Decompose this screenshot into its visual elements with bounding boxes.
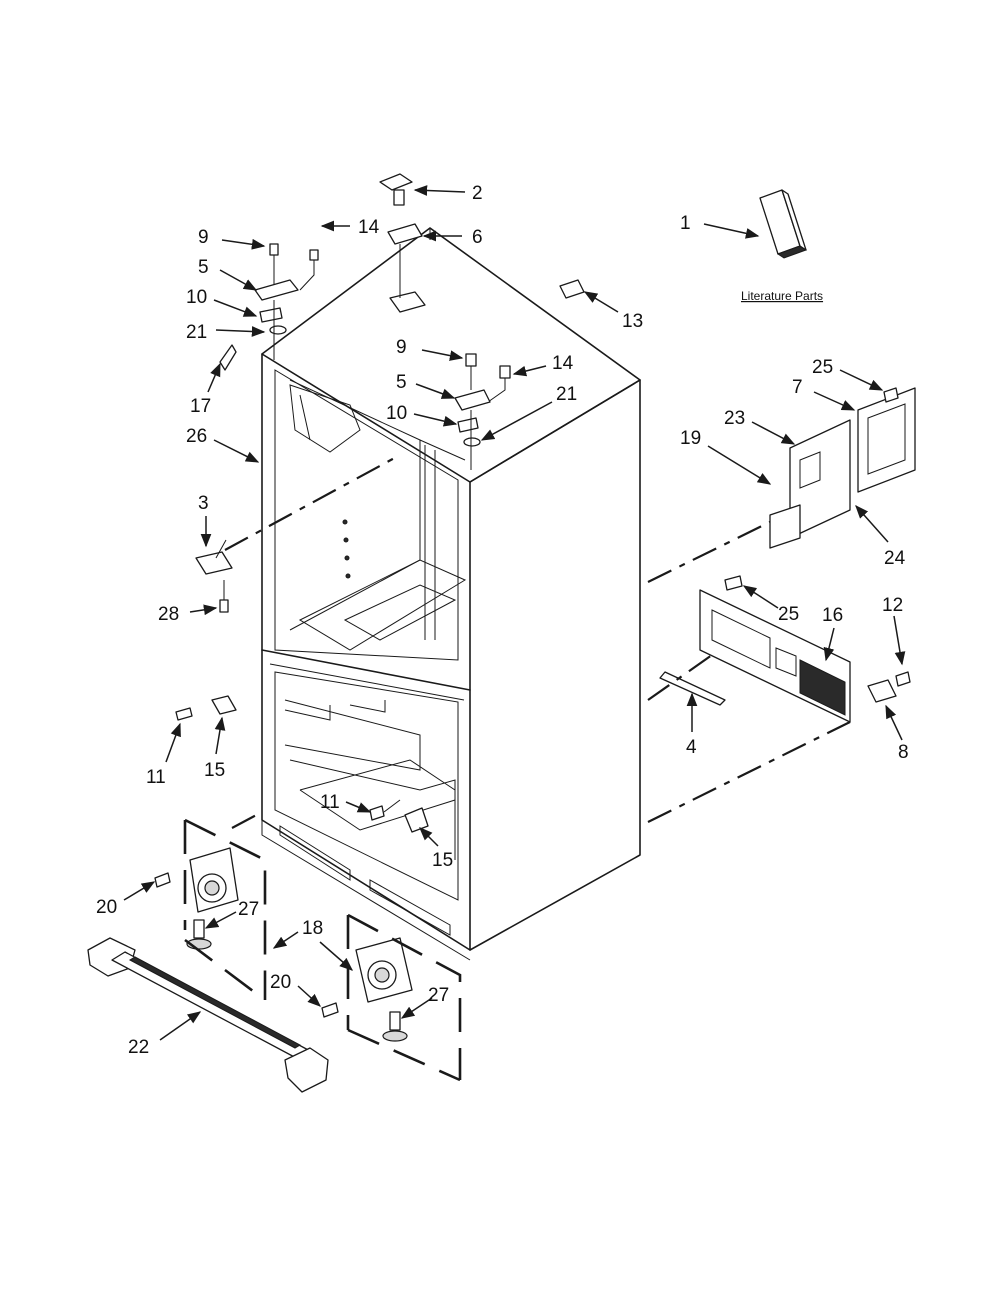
callout-8: 8 bbox=[898, 742, 909, 763]
callout-arrows bbox=[123, 185, 906, 1041]
literature-parts-book bbox=[759, 189, 808, 259]
cabinet-body bbox=[261, 227, 641, 961]
callout-18: 18 bbox=[302, 918, 323, 939]
callout-20-left: 20 bbox=[96, 897, 117, 918]
callout-25-top: 25 bbox=[812, 357, 833, 378]
callout-21-left: 21 bbox=[186, 322, 207, 343]
callout-14-center: 14 bbox=[552, 353, 574, 374]
roller-dashed-boxes bbox=[183, 818, 462, 1082]
callout-4: 4 bbox=[686, 737, 697, 758]
callout-26: 26 bbox=[186, 426, 207, 447]
callout-15-freezer: 15 bbox=[432, 850, 453, 871]
roller-assemblies bbox=[154, 847, 413, 1042]
callout-21-center: 21 bbox=[556, 384, 577, 405]
callout-3: 3 bbox=[198, 493, 209, 514]
callout-14-left: 14 bbox=[358, 217, 380, 238]
callout-28: 28 bbox=[158, 604, 179, 625]
callout-13: 13 bbox=[622, 311, 643, 332]
callout-10-left: 10 bbox=[186, 287, 207, 308]
callout-11-left: 11 bbox=[146, 767, 166, 788]
callout-15-left: 15 bbox=[204, 760, 225, 781]
access-panel-assembly bbox=[769, 387, 916, 549]
callout-22: 22 bbox=[128, 1037, 149, 1058]
callout-5-left: 5 bbox=[198, 257, 209, 278]
callout-10-center: 10 bbox=[386, 403, 407, 424]
literature-parts-label: Literature Parts bbox=[741, 289, 823, 303]
toe-grille bbox=[87, 937, 329, 1093]
callout-7: 7 bbox=[792, 377, 803, 398]
machine-compartment-cover bbox=[659, 575, 911, 723]
callout-5-center: 5 bbox=[396, 372, 407, 393]
alignment-lines bbox=[224, 270, 851, 829]
callout-2: 2 bbox=[472, 183, 483, 204]
freezer-parts bbox=[369, 799, 429, 833]
left-hinge-assembly bbox=[219, 243, 319, 371]
callout-25-lower: 25 bbox=[778, 604, 799, 625]
callout-27-left: 27 bbox=[238, 899, 259, 920]
callout-9-left: 9 bbox=[198, 227, 209, 248]
callout-1: 1 bbox=[680, 213, 691, 234]
left-side-parts bbox=[175, 539, 237, 721]
callout-6: 6 bbox=[472, 227, 483, 248]
callout-23: 23 bbox=[724, 408, 745, 429]
callout-labels: 1 Literature Parts 2 6 13 9 14 5 10 21 1… bbox=[96, 183, 909, 1058]
callout-20-right: 20 bbox=[270, 972, 291, 993]
center-hinge-assembly bbox=[379, 173, 585, 470]
callout-9-center: 9 bbox=[396, 337, 407, 358]
callout-12: 12 bbox=[882, 595, 903, 616]
callout-19: 19 bbox=[680, 428, 701, 449]
callout-16: 16 bbox=[822, 605, 843, 626]
callout-27-right: 27 bbox=[428, 985, 449, 1006]
callout-17: 17 bbox=[190, 396, 211, 417]
callout-24: 24 bbox=[884, 548, 906, 569]
callout-11-freezer: 11 bbox=[320, 792, 340, 813]
